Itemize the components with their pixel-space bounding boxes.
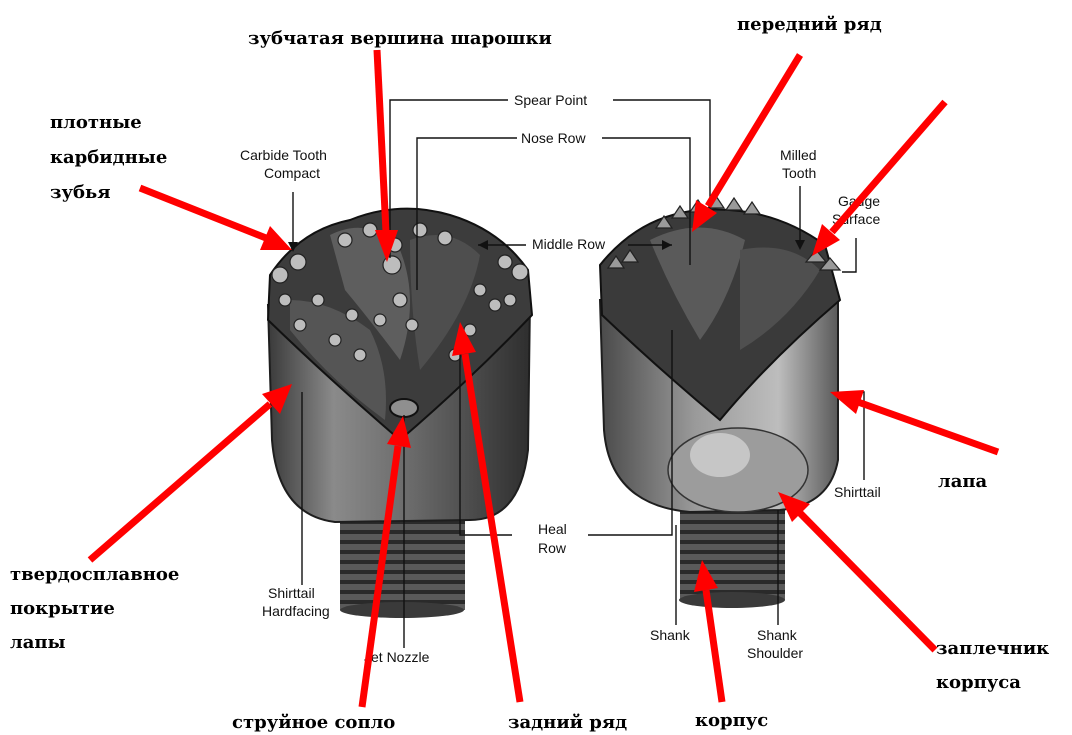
label-nose-row: Nose Row: [521, 130, 586, 146]
ru-label-hardfacing-3: лапы: [10, 632, 66, 653]
arrow-shank-shoulder: [778, 492, 935, 650]
arrow-nose-row: [692, 55, 800, 232]
label-tooth: Tooth: [782, 165, 816, 181]
label-hardfacing: Hardfacing: [262, 603, 330, 619]
arrow-milled-tooth: [812, 102, 945, 256]
ru-label-shoulder-1: заплечник: [936, 638, 1049, 659]
label-jet-nozzle: Jet Nozzle: [364, 649, 430, 665]
ru-label-compact-3: зубья: [50, 182, 111, 203]
ru-label-heel-row: задний ряд: [508, 712, 627, 733]
ru-label-leg: лапа: [938, 471, 988, 492]
ru-label-body: корпус: [695, 710, 768, 731]
label-middle-row: Middle Row: [532, 236, 606, 252]
arrow-hardfacing: [90, 384, 292, 560]
label-carbide-compact: Compact: [264, 165, 320, 181]
label-milled: Milled: [780, 147, 817, 163]
ru-label-shoulder-2: корпуса: [936, 672, 1021, 693]
ru-label-hardfacing-1: твердосплавное: [10, 564, 179, 585]
label-shank-shoulder-2: Shoulder: [747, 645, 803, 661]
label-shirttail: Shirttail: [268, 585, 315, 601]
ru-label-nozzle: струйное сопло: [232, 712, 395, 733]
ru-label-spear-point: зубчатая вершина шарошки: [248, 28, 552, 49]
red-arrows: [90, 50, 998, 707]
left-drill-bit: [268, 209, 532, 618]
label-carbide-tooth: Carbide Tooth: [240, 147, 327, 163]
arrow-carbide-teeth: [140, 188, 292, 250]
ru-label-nose-row: передний ряд: [737, 14, 882, 35]
ru-label-compact-1: плотные: [50, 112, 142, 133]
label-shank: Shank: [650, 627, 691, 643]
label-shirttail-right: Shirttail: [834, 484, 881, 500]
label-shank-shoulder-1: Shank: [757, 627, 798, 643]
left-bit-jet-nozzle: [390, 399, 418, 417]
label-heal: Heal: [538, 521, 567, 537]
right-drill-bit: [600, 196, 840, 608]
ru-label-hardfacing-2: покрытие: [10, 598, 115, 619]
label-row: Row: [538, 540, 567, 556]
left-bit-thread: [340, 515, 465, 610]
ru-label-compact-2: карбидные: [50, 147, 167, 168]
arrow-spear-point: [375, 50, 398, 262]
label-spear-point: Spear Point: [514, 92, 587, 108]
arrow-leg: [830, 390, 998, 452]
